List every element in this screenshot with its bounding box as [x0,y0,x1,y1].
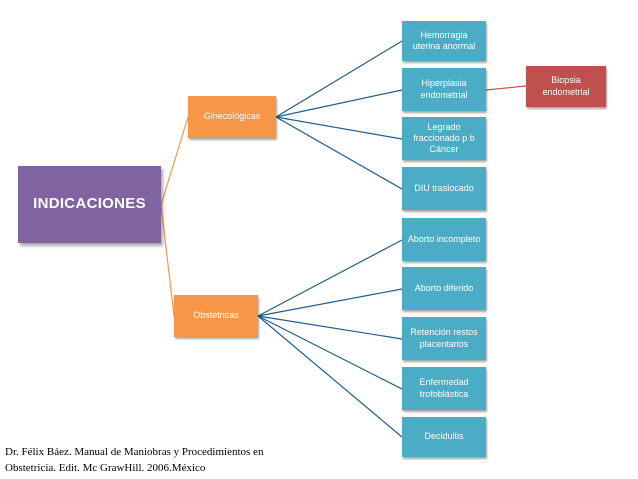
leaf-node-aborto-incompleto: Aborto incompleto [402,218,486,261]
citation-text: Dr. Félix Báez. Manual de Maniobras y Pr… [5,446,264,474]
leaf-node-legrado-fraccionado: Legrado fraccionado p b Cáncer [402,117,486,160]
connector-hiperplasia-biopsia [485,85,527,91]
connector-root-ginecologicas [160,116,189,206]
leaf-node-hemorragia-uterina: Hemorragia uterina anormal [402,21,486,61]
connector-obs-deciduitis [257,315,403,438]
category-node-obstetricas: Obstétricas [174,295,258,337]
connector-obs-aborto-diferido [257,288,403,317]
leaf-node-hiperplasia-endometrial: Hiperplasia endometrial [402,68,486,111]
connector-obs-retencion [257,315,403,340]
subnode-biopsia-endometrial: Biopsia endometrial [526,66,606,107]
connector-gin-hemorragia [275,40,403,118]
connector-root-obstetricas [160,204,175,317]
root-node-indicaciones: INDICACIONES [18,166,161,243]
leaf-node-retencion-restos: Retención restos placentarios [402,317,486,360]
connector-obs-enfermedad [257,315,403,390]
connector-gin-hiperplasia [275,89,403,118]
leaf-node-enfermedad-trofoblastica: Enfermedad trofoblástica [402,367,486,410]
connector-obs-aborto-incompleto [257,239,403,317]
category-node-ginecologicas: Ginecológicas [188,96,276,138]
leaf-node-deciduitis: Deciduitis [402,417,486,457]
connector-gin-diu [275,116,403,190]
leaf-node-aborto-diferido: Aborto diferido [402,267,486,310]
connector-gin-legrado [275,116,403,140]
leaf-node-diu-traslocado: DIU traslocado [402,167,486,210]
